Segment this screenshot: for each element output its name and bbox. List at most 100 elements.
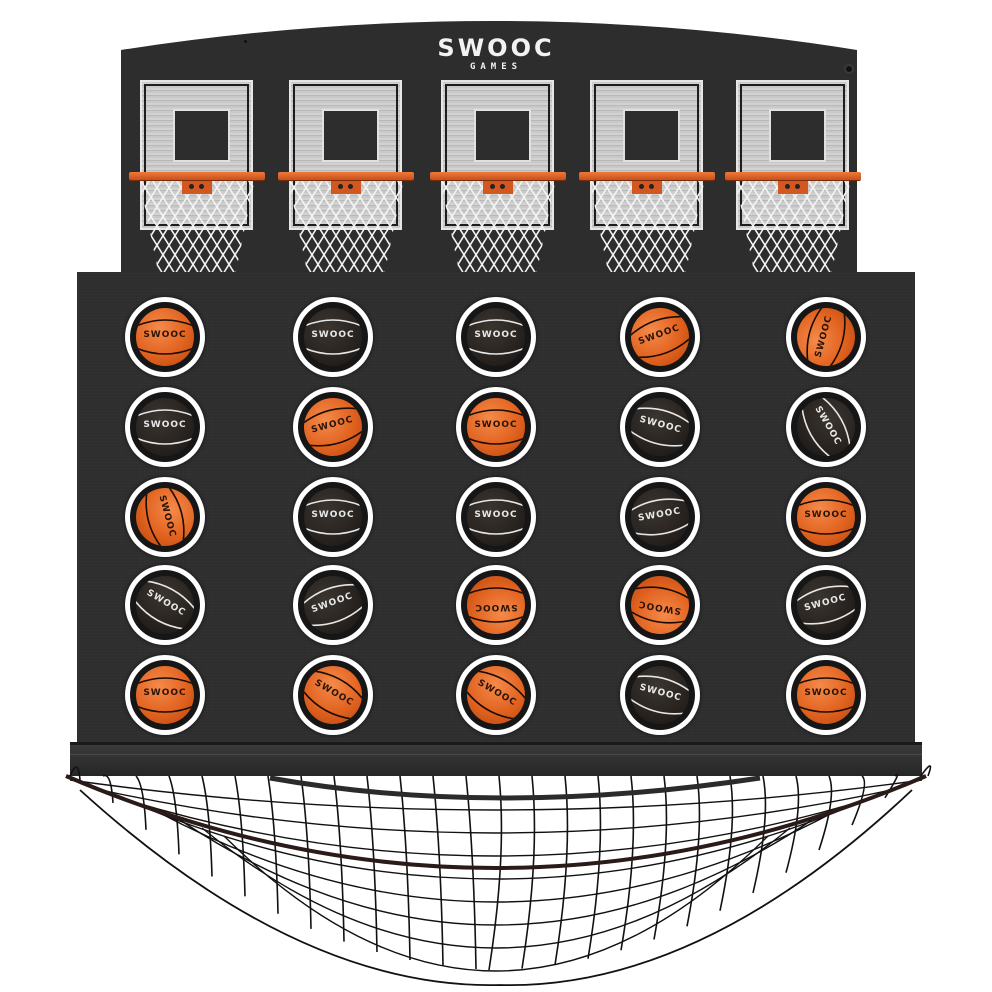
net-strand (157, 811, 835, 903)
slot-hole: SWOOC (790, 301, 862, 373)
slot-r2-c1[interactable]: SWOOC (125, 387, 205, 467)
hoop-net (139, 178, 255, 275)
slot-r2-c3[interactable]: SWOOC (456, 387, 536, 467)
catch-net (65, 765, 932, 986)
rim (430, 172, 566, 180)
slot-hole: SWOOC (791, 660, 861, 730)
slot-r3-c5[interactable]: SWOOC (786, 477, 866, 557)
net-strand (79, 789, 913, 986)
ball-seams (301, 670, 365, 720)
slot-r2-c5[interactable]: SWOOC (786, 387, 866, 467)
net-strand (168, 775, 180, 855)
slot-r4-c5[interactable]: SWOOC (786, 565, 866, 645)
bolt-icon (490, 184, 495, 189)
net-strand (488, 775, 503, 971)
slot-r1-c3[interactable]: SWOOC (456, 297, 536, 377)
slot-hole: SWOOC (461, 302, 531, 372)
slot-hole: SWOOC (461, 570, 531, 640)
slot-r5-c3[interactable]: SWOOC (456, 655, 536, 735)
bolt-icon (639, 184, 644, 189)
orange-ball: SWOOC (297, 391, 369, 463)
rim (579, 172, 715, 180)
ball-logo: SWOOC (311, 510, 355, 520)
hoop-net (440, 178, 556, 275)
net-strand (223, 835, 769, 972)
ball-seams (467, 319, 525, 355)
orange-ball: SWOOC (626, 571, 694, 639)
slot-r4-c2[interactable]: SWOOC (293, 565, 373, 645)
slot-r5-c5[interactable]: SWOOC (786, 655, 866, 735)
hoop-4 (579, 80, 715, 280)
net-strand (201, 775, 213, 877)
hoop-net (589, 178, 705, 275)
net-strand (785, 775, 800, 873)
net-strand (554, 775, 569, 965)
bolt-icon (795, 184, 800, 189)
net-strand (432, 775, 444, 966)
black-ball: SWOOC (467, 488, 525, 546)
hoop-2 (278, 80, 414, 280)
black-ball: SWOOC (626, 483, 694, 551)
net-strand (686, 775, 701, 927)
brand-name: SWOOC (437, 34, 555, 62)
slot-hole: SWOOC (130, 660, 200, 730)
orange-ball: SWOOC (622, 299, 698, 375)
ball-logo: SWOOC (143, 420, 187, 430)
slot-r4-c3[interactable]: SWOOC (456, 565, 536, 645)
net-strand (269, 775, 761, 801)
ball-logo: SWOOC (474, 510, 518, 520)
orange-ball: SWOOC (129, 481, 201, 553)
slot-hole: SWOOC (297, 391, 369, 463)
ball-logo: SWOOC (804, 510, 848, 520)
slot-r4-c4[interactable]: SWOOC (620, 565, 700, 645)
ball-seams (797, 677, 855, 713)
screw-icon (244, 40, 247, 43)
slot-r1-c5[interactable]: SWOOC (786, 297, 866, 377)
rim (725, 172, 861, 180)
ball-seams (628, 407, 692, 447)
ball-seams (136, 319, 194, 355)
ball-seams (304, 319, 362, 355)
slot-r1-c2[interactable]: SWOOC (293, 297, 373, 377)
slot-r3-c2[interactable]: SWOOC (293, 477, 373, 557)
slot-hole: SWOOC (295, 567, 371, 643)
black-ball: SWOOC (295, 567, 371, 643)
brand-logo: SWOOC GAMES (0, 36, 992, 72)
slot-r3-c1[interactable]: SWOOC (125, 477, 205, 557)
slot-r5-c2[interactable]: SWOOC (293, 655, 373, 735)
net-strand (69, 766, 81, 781)
slot-hole: SWOOC (622, 299, 698, 375)
ball-logo: SWOOC (474, 602, 518, 612)
slot-r4-c1[interactable]: SWOOC (125, 565, 205, 645)
bolt-icon (785, 184, 790, 189)
ball-return-bar (70, 742, 922, 776)
hoop-1 (129, 80, 265, 280)
slot-r5-c1[interactable]: SWOOC (125, 655, 205, 735)
slot-hole: SWOOC (293, 655, 373, 735)
black-ball: SWOOC (125, 565, 205, 645)
ball-logo: SWOOC (474, 420, 518, 430)
orange-ball: SWOOC (456, 655, 536, 735)
ball-seams (467, 499, 525, 535)
orange-ball: SWOOC (790, 301, 862, 373)
slot-r1-c4[interactable]: SWOOC (620, 297, 700, 377)
slot-hole: SWOOC (125, 565, 205, 645)
net-strand (818, 775, 833, 851)
slot-r3-c4[interactable]: SWOOC (620, 477, 700, 557)
ball-logo: SWOOC (804, 688, 848, 698)
slot-r1-c1[interactable]: SWOOC (125, 297, 205, 377)
slot-hole: SWOOC (129, 481, 201, 553)
ball-seams (801, 395, 851, 459)
slot-r5-c4[interactable]: SWOOC (620, 655, 700, 735)
slot-hole: SWOOC (791, 482, 861, 552)
slot-r2-c2[interactable]: SWOOC (293, 387, 373, 467)
ball-seams (629, 586, 691, 624)
net-strand (113, 795, 879, 857)
ball-seams (301, 583, 365, 627)
slot-r3-c3[interactable]: SWOOC (456, 477, 536, 557)
bolt-icon (649, 184, 654, 189)
slot-hole: SWOOC (624, 391, 696, 463)
slot-hole: SWOOC (456, 655, 536, 735)
slot-r2-c4[interactable]: SWOOC (620, 387, 700, 467)
